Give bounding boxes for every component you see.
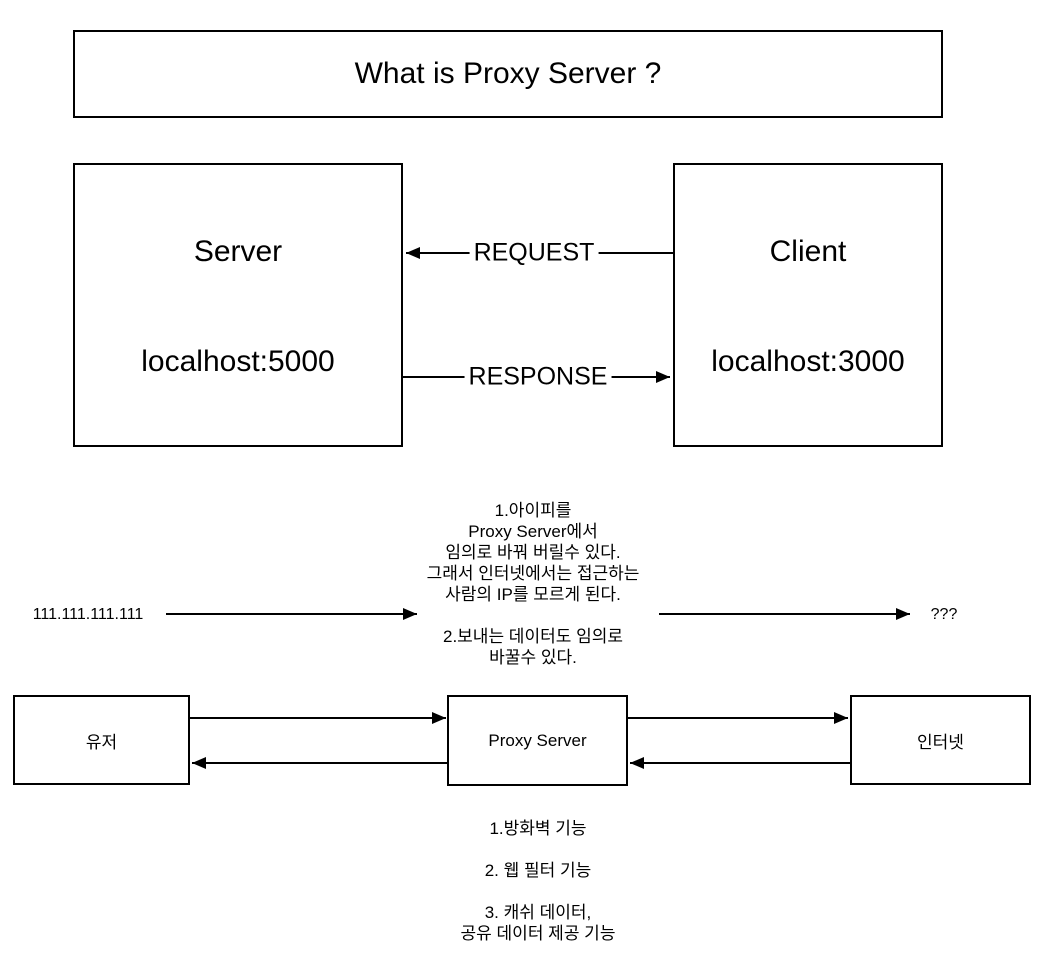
server-address: localhost:5000: [141, 345, 335, 378]
response-edge-label: RESPONSE: [464, 361, 612, 393]
internet-box: 인터넷: [850, 695, 1031, 785]
user-box: 유저: [13, 695, 190, 785]
note-line: 2.보내는 데이터도 임의로: [442, 627, 624, 646]
note-line: Proxy Server에서: [468, 522, 598, 541]
feature-line: 3. 캐쉬 데이터,: [484, 903, 592, 922]
proxy-server-box: Proxy Server: [447, 695, 628, 786]
title-box: What is Proxy Server ?: [73, 30, 943, 118]
page-title: What is Proxy Server ?: [354, 57, 662, 90]
internet-label: 인터넷: [917, 732, 964, 752]
note-line: 그래서 인터넷에서는 접근하는: [426, 564, 640, 583]
user-label: 유저: [85, 732, 118, 752]
note-line: 바꿀수 있다.: [489, 648, 577, 667]
request-edge-label: REQUEST: [469, 237, 599, 269]
client-address: localhost:3000: [711, 345, 905, 378]
proxy-features: 1.방화벽 기능 2. 웹 필터 기능 3. 캐쉬 데이터, 공유 데이터 제공…: [288, 818, 788, 944]
note-line: 임의로 바꿔 버릴수 있다.: [445, 543, 621, 562]
feature-line: 2. 웹 필터 기능: [484, 861, 592, 880]
note-line: 1.아이피를: [494, 501, 572, 520]
feature-line: 1.방화벽 기능: [489, 819, 587, 838]
client-box: Client localhost:3000: [673, 163, 943, 447]
server-label: Server: [193, 235, 283, 268]
masked-ip-label: ???: [930, 606, 958, 623]
feature-line: 공유 데이터 제공 기능: [460, 924, 616, 943]
server-box: Server localhost:5000: [73, 163, 403, 447]
proxy-server-label: Proxy Server: [488, 730, 587, 750]
note-line: 사람의 IP를 모르게 된다.: [445, 585, 621, 604]
source-ip-label: 111.111.111.111: [32, 606, 144, 623]
client-label: Client: [769, 235, 847, 268]
proxy-note: 1.아이피를 Proxy Server에서 임의로 바꿔 버릴수 있다. 그래서…: [283, 500, 783, 668]
